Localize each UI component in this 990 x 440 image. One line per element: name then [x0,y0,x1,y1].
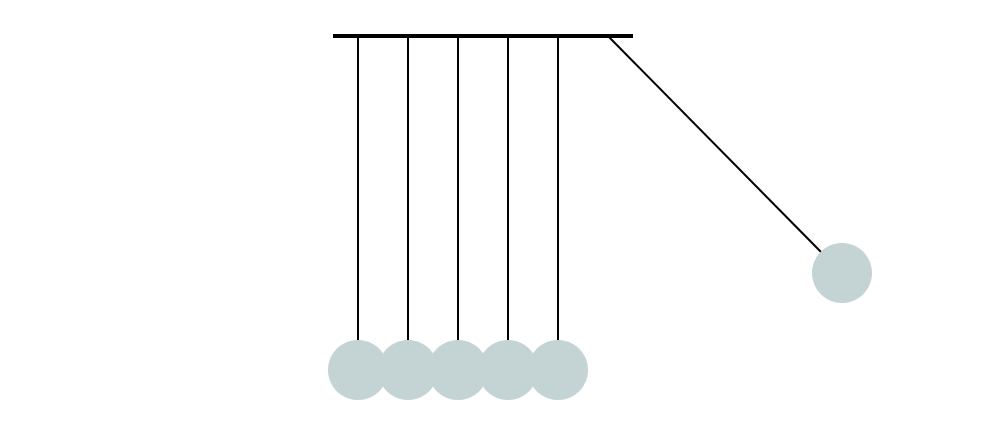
raised-pendulum-string [607,35,822,253]
resting-pendulums [328,36,588,400]
pendulum-ball-3 [428,340,488,400]
raised-pendulum-ball [812,243,872,303]
pendulum-ball-1 [328,340,388,400]
pendulum-ball-2 [378,340,438,400]
pendulum-ball-5 [528,340,588,400]
pendulum-ball-4 [478,340,538,400]
raised-pendulum [607,35,872,303]
